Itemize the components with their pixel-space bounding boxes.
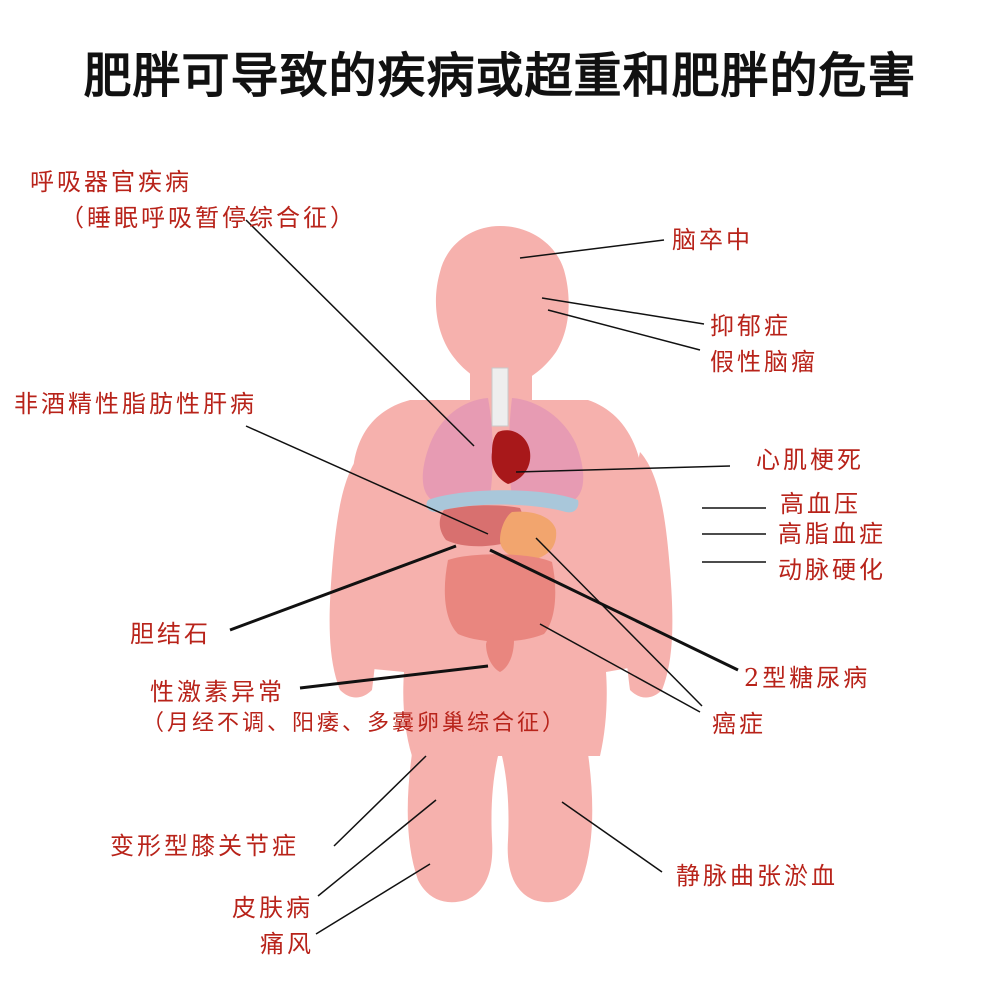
line-pseudotumor — [547, 309, 701, 351]
label-knee: 变形型膝关节症 — [110, 832, 299, 860]
leader-lines — [229, 219, 766, 935]
intestines — [444, 554, 556, 642]
page-title: 肥胖可导致的疾病或超重和肥胖的危害 — [83, 48, 917, 104]
line-cancer-1 — [535, 537, 703, 707]
line-diabetes — [489, 548, 739, 672]
right-leg — [500, 740, 593, 903]
organs — [422, 367, 584, 672]
line-stroke — [519, 239, 665, 259]
line-varicose — [561, 801, 663, 873]
label-hyperlipidemia: 高脂血症 — [778, 520, 886, 548]
line-hormone — [299, 664, 489, 690]
line-depression — [541, 297, 705, 325]
line-cancer-2 — [539, 623, 701, 713]
line-gallstone — [229, 544, 457, 632]
trachea — [491, 367, 509, 427]
label-respiratory: 呼吸器官疾病 — [30, 168, 192, 196]
label-varicose: 静脉曲张淤血 — [676, 862, 838, 890]
right-arm — [616, 452, 673, 698]
label-respiratory-sub: （睡眠呼吸暂停综合征） — [60, 204, 357, 232]
label-arteriosclerosis: 动脉硬化 — [778, 556, 886, 584]
label-hormone-sub: （月经不调、阳痿、多囊卵巢综合征） — [142, 711, 568, 736]
label-hormone: 性激素异常 — [150, 678, 285, 706]
right-lung — [509, 398, 584, 504]
label-pseudotumor: 假性脑瘤 — [710, 348, 818, 376]
label-depression: 抑郁症 — [710, 312, 791, 340]
rectum — [486, 629, 514, 672]
diaphragm — [426, 490, 579, 513]
line-respiratory — [245, 219, 475, 447]
heart — [491, 430, 531, 484]
line-knee — [333, 755, 427, 847]
label-diabetes: 2型糖尿病 — [744, 664, 871, 692]
label-nafld: 非酒精性脂肪性肝病 — [14, 390, 257, 418]
left-leg — [407, 740, 500, 903]
left-lung — [422, 398, 493, 504]
label-gout: 痛风 — [260, 930, 314, 958]
line-skin — [317, 799, 437, 897]
stomach — [500, 511, 557, 560]
label-hypertension: 高血压 — [780, 490, 861, 518]
label-cancer: 癌症 — [712, 710, 766, 738]
label-mi: 心肌梗死 — [756, 446, 864, 474]
label-stroke: 脑卒中 — [672, 226, 753, 254]
label-skin: 皮肤病 — [232, 894, 313, 922]
label-gallstone: 胆结石 — [130, 620, 211, 648]
line-gout — [315, 863, 431, 935]
line-mi — [515, 465, 731, 473]
left-arm — [329, 452, 386, 698]
head — [435, 226, 569, 386]
line-nafld — [245, 425, 489, 535]
